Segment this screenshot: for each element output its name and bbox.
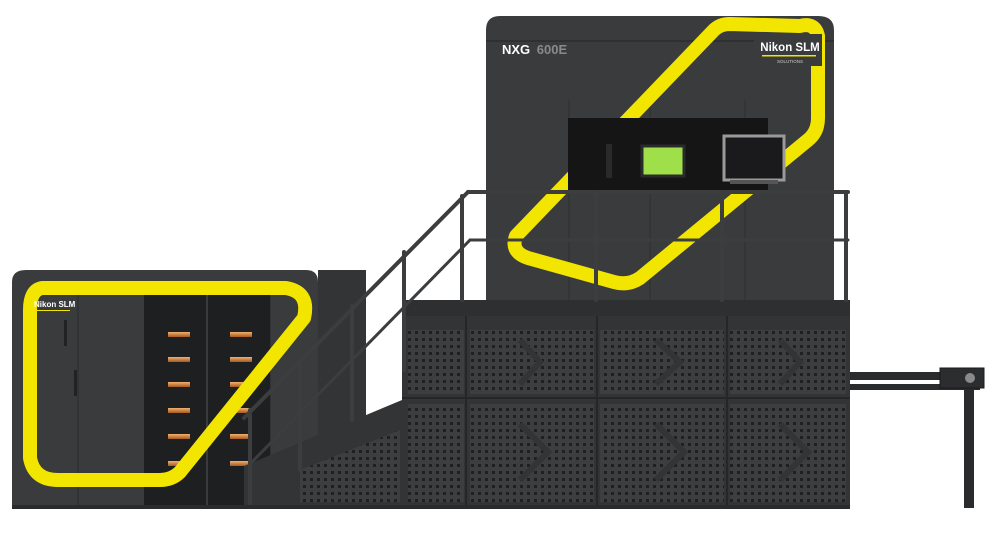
unit-brand-text: Nikon SLM (34, 300, 76, 309)
brand-logo: Nikon SLM SOLUTIONS (754, 34, 822, 66)
left-unit: Nikon SLM (12, 270, 366, 508)
rail-motor-icon (965, 373, 975, 383)
control-monitor (722, 134, 786, 182)
accent-stripe-left (23, 281, 313, 487)
model-name: NXG 600E (502, 42, 567, 57)
perforated-panels (300, 330, 846, 502)
main-tower: NXG 600E Nikon SLM SOLUTIONS (486, 16, 834, 300)
viewport-screen (640, 144, 686, 178)
rail-support-leg (964, 390, 974, 520)
brand-main-text: Nikon SLM (760, 42, 819, 54)
brand-sub-text: SOLUTIONS (777, 59, 803, 64)
staircase (242, 190, 850, 510)
monitor-shelf (730, 180, 778, 184)
platform-base (244, 300, 850, 508)
